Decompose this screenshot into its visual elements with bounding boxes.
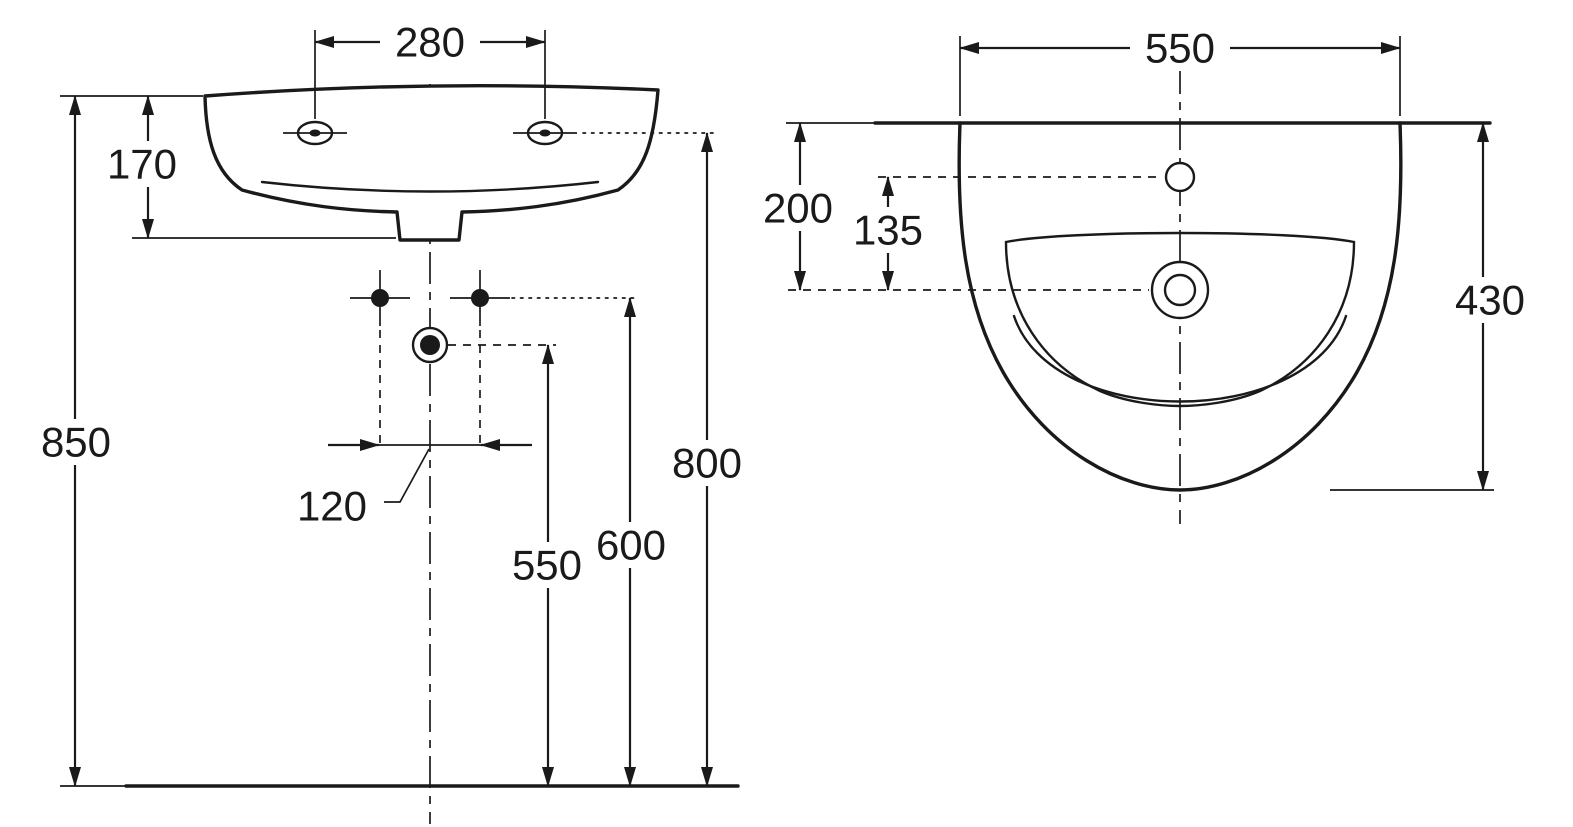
dim-200-label: 200 (763, 185, 833, 232)
basin-plan-outline (957, 121, 1403, 492)
dim-600: 600 (511, 297, 681, 787)
dim-550-front: 550 (497, 344, 597, 787)
waste-outlet-plan (1150, 260, 1210, 320)
basin-front-outline (203, 83, 660, 242)
dim-120-label: 120 (297, 483, 367, 530)
tap-hole-plan (1164, 161, 1196, 193)
dim-135-label: 135 (853, 207, 923, 254)
basin-front-inner-arc (260, 180, 600, 193)
tap-hole-front-right (513, 120, 577, 146)
waste-outlet-front (411, 326, 556, 364)
dim-280-label: 280 (395, 19, 465, 66)
plan-view: 550 200 135 430 (748, 25, 1540, 524)
dim-135: 135 (838, 176, 938, 291)
dim-200: 200 (748, 122, 848, 291)
basin-plan-front-arc (1012, 314, 1348, 403)
dim-600-label: 600 (596, 522, 666, 569)
dim-170-label: 170 (107, 141, 177, 188)
dim-850: 850 (26, 95, 126, 787)
dim-170: 170 (60, 95, 396, 239)
dim-550-front-label: 550 (512, 542, 582, 589)
fixing-bolt-right (450, 270, 510, 326)
dim-120: 120 (282, 330, 532, 530)
fixing-bolt-left (350, 270, 410, 326)
tap-hole-front-left (283, 120, 347, 146)
dim-550-plan: 550 (959, 25, 1401, 116)
dim-430-label: 430 (1455, 277, 1525, 324)
dim-850-label: 850 (41, 419, 111, 466)
dim-280: 280 (314, 19, 546, 119)
dim-550-plan-label: 550 (1145, 25, 1215, 72)
dim-430: 430 (1330, 122, 1540, 491)
basin-plan-inner-bowl (1004, 231, 1356, 408)
front-view: 280 170 850 120 (26, 19, 757, 824)
dim-800: 800 (582, 132, 757, 787)
dim-800-label: 800 (672, 440, 742, 487)
